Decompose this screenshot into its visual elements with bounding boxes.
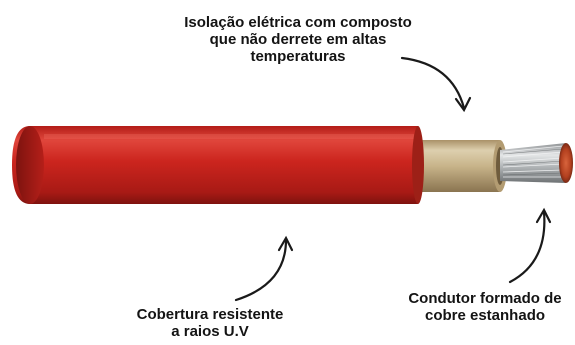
insulation-layer	[412, 126, 507, 204]
conductor-arrow	[508, 207, 552, 284]
jacket-arrow	[234, 235, 294, 302]
conductor-label-line-1: Condutor formado de	[408, 290, 562, 307]
jacket-label: Cobertura resistente a raios U.V	[110, 306, 310, 340]
insulation-label-line-2: que não derrete em altas	[209, 31, 387, 48]
insulation-arrow	[400, 56, 472, 113]
insulation-label: Isolação elétrica com composto que não d…	[168, 14, 428, 65]
conductor-label-line-2: cobre estanhado	[424, 307, 546, 324]
cable-jacket	[12, 126, 418, 204]
insulation-label-line-3: temperaturas	[250, 48, 346, 65]
insulation-label-line-1: Isolação elétrica com composto	[184, 14, 412, 31]
conductor-tip	[559, 143, 573, 183]
conductor-strands	[500, 143, 573, 183]
jacket-label-line-1: Cobertura resistente	[136, 306, 284, 323]
jacket-label-line-2: a raios U.V	[171, 323, 249, 340]
conductor-label: Condutor formado de cobre estanhado	[400, 290, 570, 324]
